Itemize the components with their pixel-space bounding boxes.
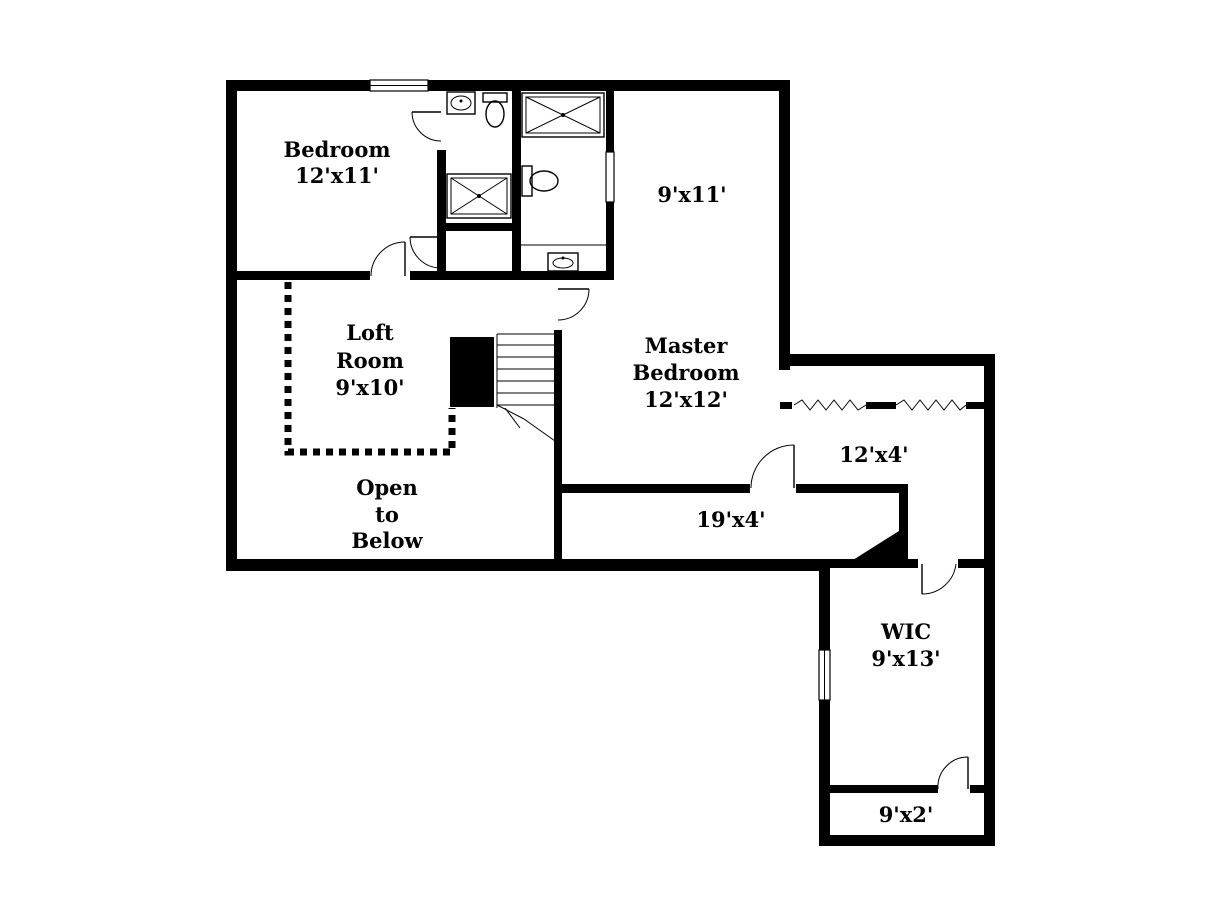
outer-wall-bottom-left bbox=[226, 559, 830, 571]
loft-railing bbox=[284, 282, 456, 456]
bifold-doors bbox=[793, 399, 967, 411]
wic-size: 9'x13' bbox=[871, 646, 940, 671]
wall-wic-top-b bbox=[958, 559, 988, 568]
open-below-line2: to bbox=[375, 502, 399, 527]
bedroom-name: Bedroom bbox=[283, 137, 390, 162]
sink-icon bbox=[446, 91, 476, 115]
outer-wall-right bbox=[984, 354, 995, 846]
open-below-line3: Below bbox=[351, 528, 423, 553]
loft-size: 9'x10' bbox=[335, 375, 404, 400]
outer-wall-master-right bbox=[779, 80, 790, 370]
outer-wall-wic-left bbox=[819, 559, 830, 846]
wall-corridor-top-a bbox=[558, 484, 750, 493]
wall-wic-top-a bbox=[826, 559, 918, 568]
closet-size: 9'x2' bbox=[879, 802, 934, 827]
wall-corridor-right bbox=[899, 484, 908, 564]
toilet-icon bbox=[521, 165, 559, 197]
wall-bath2-bottom bbox=[512, 271, 614, 280]
open-below-line1: Open bbox=[356, 475, 418, 500]
wall-hall-closet-stub-c bbox=[966, 402, 986, 409]
hall-12x4-size: 12'x4' bbox=[839, 442, 908, 467]
loft-name-line2: Room bbox=[336, 348, 404, 373]
wall-closet-top-a bbox=[826, 785, 938, 793]
outer-wall-top bbox=[226, 80, 790, 91]
stairs bbox=[496, 333, 556, 442]
wall-bath1-left bbox=[437, 150, 446, 280]
window-wic bbox=[818, 649, 831, 701]
wall-bath-divider bbox=[512, 91, 521, 280]
wall-chase bbox=[853, 531, 903, 560]
stair-void bbox=[450, 337, 494, 407]
hall-19x4-size: 19'x4' bbox=[696, 507, 765, 532]
outer-wall-step bbox=[779, 354, 995, 366]
outer-wall-left bbox=[226, 80, 237, 571]
doors bbox=[370, 111, 969, 790]
loft-name-line1: Loft bbox=[346, 320, 394, 345]
wic-name: WIC bbox=[880, 619, 931, 644]
windows bbox=[369, 79, 831, 701]
wall-hall-closet-stub-b bbox=[866, 402, 896, 409]
wall-bath1-bottom bbox=[437, 223, 521, 231]
wall-hall-closet-stub-a bbox=[780, 402, 792, 409]
shower-icon bbox=[521, 92, 605, 138]
door-corridor bbox=[750, 444, 795, 489]
door-bedroom bbox=[370, 241, 406, 277]
walls bbox=[226, 80, 995, 846]
wall-loft-master bbox=[554, 330, 562, 566]
window-bedroom bbox=[369, 79, 429, 92]
master-name-line2: Bedroom bbox=[632, 360, 739, 385]
wall-bedroom-bottom-b bbox=[410, 271, 521, 280]
bedroom-size: 12'x11' bbox=[295, 163, 379, 188]
wall-bedroom-bottom-a bbox=[237, 271, 370, 280]
door-bath1-bedroom bbox=[411, 111, 442, 142]
wall-corridor-top-b bbox=[796, 484, 908, 493]
fixtures bbox=[446, 91, 606, 272]
door-bath2 bbox=[605, 151, 615, 203]
sink-icon bbox=[547, 252, 579, 272]
shower-icon bbox=[446, 173, 512, 219]
door-closet bbox=[937, 756, 969, 790]
door-wic bbox=[921, 563, 957, 595]
outer-wall-wic-bottom bbox=[819, 835, 995, 846]
master-name-line1: Master bbox=[645, 333, 729, 358]
door-bath1-hall bbox=[409, 236, 442, 269]
bath-size: 9'x11' bbox=[657, 182, 726, 207]
room-labels: Bedroom 12'x11' 9'x11' Loft Room 9'x10' … bbox=[283, 137, 940, 827]
wall-closet-top-b bbox=[970, 785, 988, 793]
door-master bbox=[557, 288, 590, 321]
master-size: 12'x12' bbox=[644, 387, 728, 412]
toilet-icon bbox=[482, 92, 508, 128]
